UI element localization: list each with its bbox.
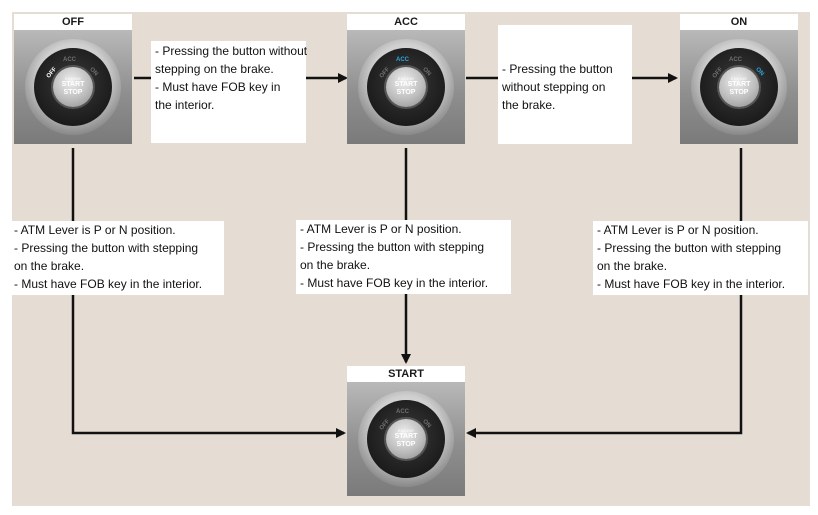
state-label: ON (680, 14, 798, 30)
note-line: on the brake. (597, 259, 668, 273)
engine-start-stop-button: ENGINE START STOP (53, 67, 93, 107)
note-line: - Must have FOB key in the interior. (597, 277, 786, 291)
note-line: - Pressing the button (502, 62, 613, 76)
note-acc-to-start: - ATM Lever is P or N position. - Pressi… (296, 220, 511, 294)
note-line: on the brake. (14, 259, 85, 273)
start-button-image: OFF ACC ON ENGINE START STOP (680, 30, 798, 144)
start-button-image: OFF ACC ON ENGINE START STOP (347, 382, 465, 496)
note-line: the interior. (155, 98, 215, 112)
start-button-image: OFF ACC ON ENGINE START STOP (347, 30, 465, 144)
note-line: - ATM Lever is P or N position. (597, 223, 759, 237)
position-acc-label: ACC (729, 57, 742, 63)
note-line: - ATM Lever is P or N position. (300, 222, 462, 236)
note-off-to-start: - ATM Lever is P or N position. - Pressi… (10, 221, 224, 295)
note-line: without stepping on (502, 80, 606, 94)
start-button-image: OFF ACC ON ENGINE START STOP (14, 30, 132, 144)
state-on: ON OFF ACC ON ENGINE START STOP (680, 14, 798, 144)
note-line: - Pressing the button with stepping (300, 240, 485, 254)
note-line: on the brake. (300, 258, 371, 272)
position-acc-label: ACC (396, 409, 409, 415)
engine-start-stop-button: ENGINE START STOP (386, 67, 426, 107)
position-acc-label: ACC (396, 57, 409, 63)
state-off: OFF OFF ACC ON ENGINE START STOP (14, 14, 132, 144)
note-acc-to-on: - Pressing the button without stepping o… (498, 25, 632, 144)
note-line: - Must have FOB key in the interior. (14, 277, 203, 291)
note-line: - ATM Lever is P or N position. (14, 223, 176, 237)
note-line: - Must have FOB key in the interior. (300, 276, 489, 290)
note-on-to-start: - ATM Lever is P or N position. - Pressi… (593, 221, 808, 295)
note-line: - Pressing the button without (155, 44, 308, 58)
state-label: START (347, 366, 465, 382)
note-line: stepping on the brake. (155, 62, 274, 76)
note-off-to-acc: - Pressing the button without stepping o… (151, 41, 308, 143)
state-acc: ACC OFF ACC ON ENGINE START STOP (347, 14, 465, 144)
engine-start-stop-button: ENGINE START STOP (386, 419, 426, 459)
position-acc-label: ACC (63, 57, 76, 63)
note-line: - Must have FOB key in (155, 80, 281, 94)
note-line: - Pressing the button with stepping (14, 241, 199, 255)
state-label: ACC (347, 14, 465, 30)
engine-start-stop-button: ENGINE START STOP (719, 67, 759, 107)
note-line: the brake. (502, 98, 556, 112)
note-line: - Pressing the button with stepping (597, 241, 782, 255)
state-start: START OFF ACC ON ENGINE START STOP (347, 366, 465, 496)
state-label: OFF (14, 14, 132, 30)
